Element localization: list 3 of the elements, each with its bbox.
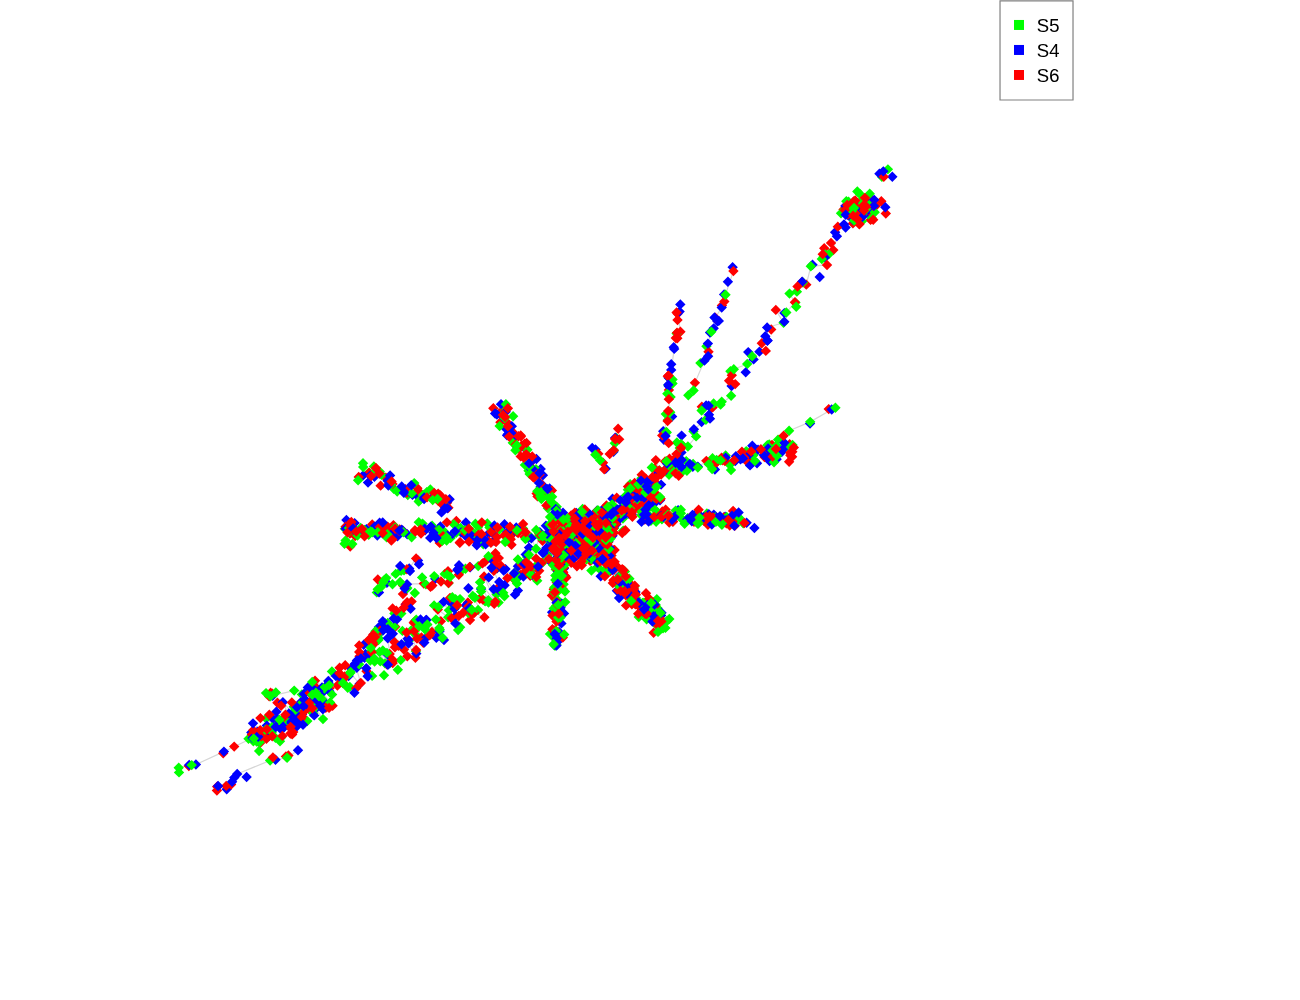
legend-label: S5 bbox=[1037, 18, 1059, 33]
legend-label: S6 bbox=[1037, 68, 1059, 83]
legend-label: S4 bbox=[1037, 43, 1059, 58]
